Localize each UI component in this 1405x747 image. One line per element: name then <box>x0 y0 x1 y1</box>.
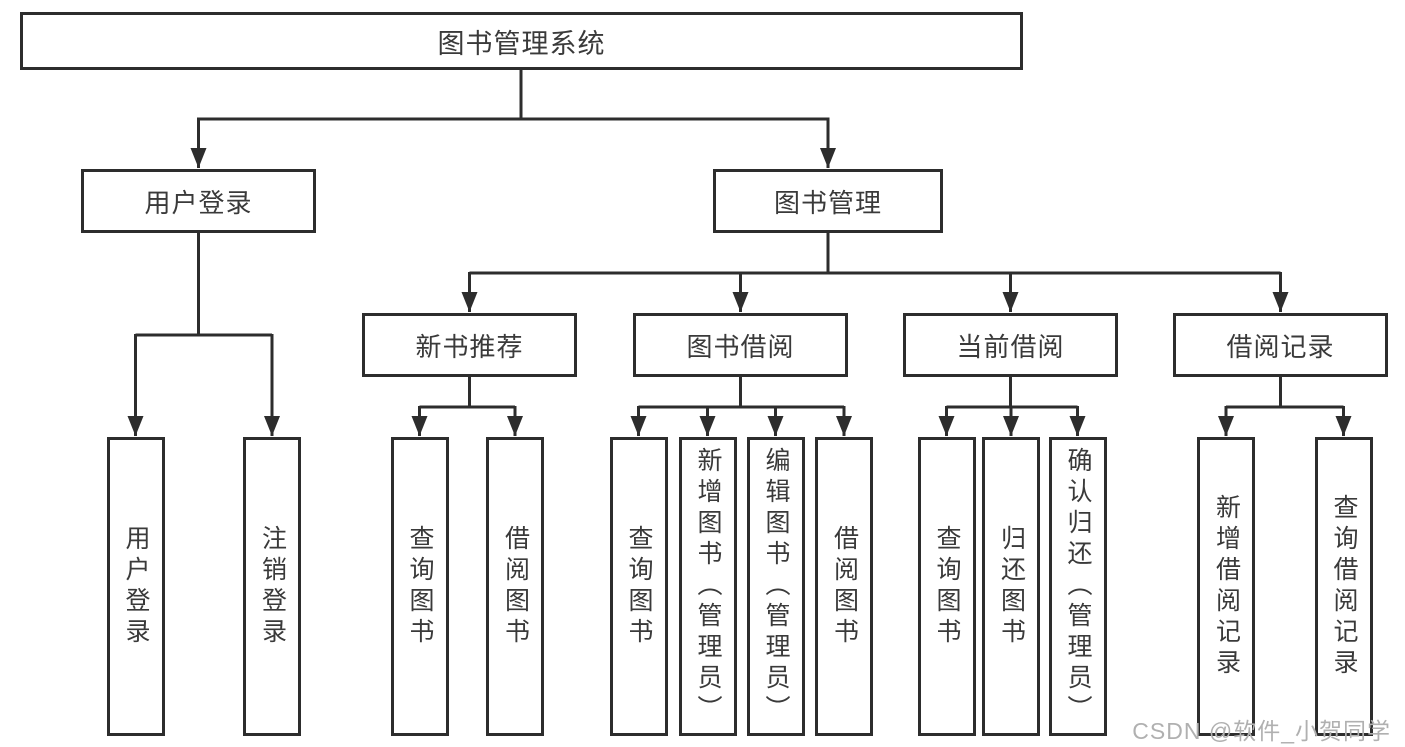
leaf-label: 新增借阅记录 <box>1212 493 1241 680</box>
leaf-query-books-current: 查询图书 <box>917 437 976 736</box>
csdn-watermark: CSDN @软件_小贺同学 <box>1132 718 1391 744</box>
leaf-label: 归还图书 <box>997 524 1026 649</box>
node-book-borrow: 图书借阅 <box>633 313 848 377</box>
leaf-label: 借阅图书 <box>501 524 530 649</box>
leaf-add-borrow-record: 新增借阅记录 <box>1197 437 1255 736</box>
leaf-label: 查询借阅记录 <box>1330 493 1358 680</box>
node-user-login: 用户登录 <box>81 169 316 233</box>
leaf-confirm-return-admin: 确认归还（管理员） <box>1048 437 1107 736</box>
leaf-label: 借阅图书 <box>830 524 859 649</box>
leaf-borrow-books-recommend: 借阅图书 <box>486 437 544 736</box>
leaf-label: 新增图书（管理员） <box>694 447 722 726</box>
leaf-edit-book-admin: 编辑图书（管理员） <box>746 437 805 736</box>
leaf-query-books-borrow: 查询图书 <box>609 437 668 736</box>
node-book-management: 图书管理 <box>713 169 943 233</box>
leaf-logout: 注销登录 <box>243 437 301 736</box>
leaf-add-book-admin: 新增图书（管理员） <box>678 437 737 736</box>
node-current-borrow: 当前借阅 <box>903 313 1118 377</box>
leaf-label: 编辑图书（管理员） <box>762 447 790 726</box>
leaf-logout-label: 注销登录 <box>258 524 287 649</box>
leaf-label: 查询图书 <box>406 524 434 649</box>
leaf-return-books: 归还图书 <box>982 437 1040 736</box>
leaf-query-borrow-record: 查询借阅记录 <box>1314 437 1373 736</box>
leaf-borrow-books: 借阅图书 <box>815 437 873 736</box>
node-new-book-recommend: 新书推荐 <box>362 313 577 377</box>
leaf-label: 查询图书 <box>625 524 653 649</box>
leaf-query-books-recommend: 查询图书 <box>390 437 449 736</box>
leaf-label: 查询图书 <box>933 524 961 649</box>
leaf-user-login: 用户登录 <box>106 437 165 736</box>
node-borrow-records: 借阅记录 <box>1173 313 1388 377</box>
leaf-user-login-label: 用户登录 <box>122 524 150 649</box>
node-root: 图书管理系统 <box>20 12 1023 70</box>
leaf-label: 确认归还（管理员） <box>1064 447 1092 726</box>
